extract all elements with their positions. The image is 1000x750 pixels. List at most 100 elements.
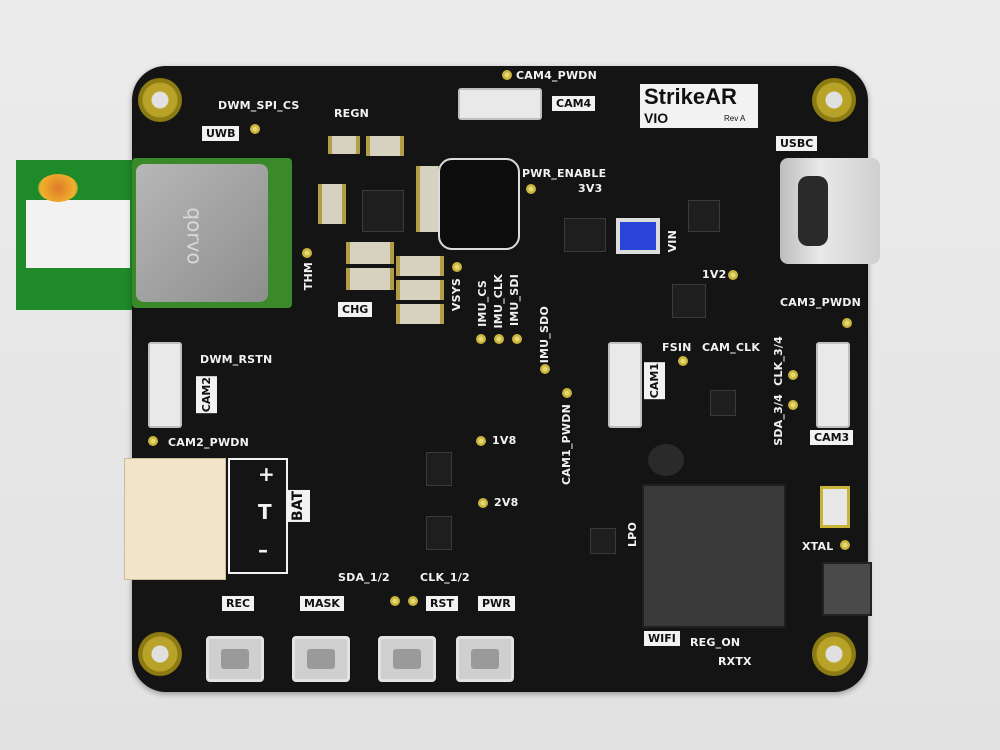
battery-connector bbox=[124, 458, 226, 580]
uwb-label: UWB bbox=[202, 126, 240, 141]
cam1-label: CAM1 bbox=[644, 362, 665, 400]
regn-label: REGN bbox=[334, 107, 370, 120]
rst-label: RST bbox=[426, 596, 458, 611]
dwm-spi-cs-testpoint bbox=[250, 124, 260, 134]
mounting-hole-bottom-right bbox=[812, 632, 856, 676]
vsys-testpoint bbox=[452, 262, 462, 272]
status-led bbox=[616, 218, 660, 254]
vsys-label: VSYS bbox=[450, 278, 463, 312]
bat-plus-label: + bbox=[258, 462, 275, 486]
cap-charge-3 bbox=[396, 256, 444, 276]
mounting-hole-top-left bbox=[138, 78, 182, 122]
mask-label: MASK bbox=[300, 596, 344, 611]
clk-12-label: CLK_1/2 bbox=[420, 571, 470, 584]
1v8-testpoint bbox=[476, 436, 486, 446]
imu-cs-label: IMU_CS bbox=[476, 280, 489, 327]
pwr-enable-testpoint bbox=[526, 184, 536, 194]
usb-mux-ic bbox=[688, 200, 720, 232]
cam1-pwdn-label: CAM1_PWDN bbox=[560, 404, 573, 486]
wifi-antenna-connector bbox=[822, 562, 872, 616]
cam3-connector bbox=[816, 342, 850, 428]
1v8-label: 1V8 bbox=[492, 434, 517, 447]
cam3-label: CAM3 bbox=[810, 430, 854, 445]
cap-charge-2 bbox=[346, 268, 394, 290]
rxtx-label: RXTX bbox=[718, 655, 752, 668]
cam2-pwdn-label: CAM2_PWDN bbox=[168, 436, 250, 449]
sda-12-testpoint bbox=[390, 596, 400, 606]
cap-regn bbox=[328, 136, 360, 154]
clk-12-testpoint bbox=[408, 596, 418, 606]
fsin-label: FSIN bbox=[662, 341, 692, 354]
reg-on-label: REG_ON bbox=[690, 636, 741, 649]
imu-sdo-label: IMU_SDO bbox=[538, 306, 551, 364]
charger-ic bbox=[362, 190, 404, 232]
cam4-pwdn-testpoint bbox=[502, 70, 512, 80]
power-inductor bbox=[438, 158, 520, 250]
bat-minus-label: – bbox=[258, 538, 269, 562]
title-block: StrikeAR VIO Rev A bbox=[640, 84, 758, 128]
cam4-label: CAM4 bbox=[552, 96, 596, 111]
lpo-label: LPO bbox=[626, 522, 639, 548]
module-brand-text: qorvo bbox=[182, 207, 207, 265]
imu-sdo-testpoint bbox=[540, 364, 550, 374]
clk-34-label: CLK_3/4 bbox=[772, 336, 785, 386]
board-revision: Rev A bbox=[724, 114, 746, 123]
imu-cs-testpoint bbox=[476, 334, 486, 344]
cam3-pwdn-label: CAM3_PWDN bbox=[780, 296, 862, 309]
2v8-testpoint bbox=[478, 498, 488, 508]
imu-sdi-label: IMU_SDI bbox=[508, 274, 521, 327]
xtal-testpoint bbox=[840, 540, 850, 550]
cap-regn-2 bbox=[366, 136, 404, 156]
imu-clk-label: IMU_CLK bbox=[492, 274, 505, 329]
bat-label: BAT bbox=[286, 490, 310, 522]
board-title: StrikeAR bbox=[644, 84, 737, 109]
sda-12-label: SDA_1/2 bbox=[338, 571, 390, 584]
imu-clk-testpoint bbox=[494, 334, 504, 344]
cam4-connector bbox=[458, 88, 542, 120]
mask-button[interactable] bbox=[292, 636, 350, 682]
uwb-module: qorvo bbox=[132, 158, 292, 308]
sda-34-label: SDA_3/4 bbox=[772, 394, 785, 446]
usbc-label: USBC bbox=[776, 136, 818, 151]
vin-label: VIN bbox=[666, 230, 679, 253]
pwr-button[interactable] bbox=[456, 636, 514, 682]
pwr-label: PWR bbox=[478, 596, 515, 611]
3v3-regulator bbox=[564, 218, 606, 252]
chg-label: CHG bbox=[338, 302, 373, 317]
1v2-regulator bbox=[672, 284, 706, 318]
antenna-tab bbox=[16, 160, 134, 310]
cam2-pwdn-testpoint bbox=[148, 436, 158, 446]
1v8-regulator bbox=[426, 452, 452, 486]
cam3-pwdn-testpoint bbox=[842, 318, 852, 328]
sda-34-testpoint bbox=[788, 400, 798, 410]
rec-button[interactable] bbox=[206, 636, 264, 682]
pcb-board: qorvo UWB DWM_SPI_CS CAM4_PWDN CAM4 Stri… bbox=[124, 66, 880, 692]
bat-t-label: T bbox=[258, 500, 272, 524]
2v8-label: 2V8 bbox=[494, 496, 519, 509]
rst-button[interactable] bbox=[378, 636, 436, 682]
thm-testpoint bbox=[302, 248, 312, 258]
usbc-port bbox=[798, 176, 828, 246]
wifi-module bbox=[642, 484, 786, 628]
mounting-hole-top-right bbox=[812, 78, 856, 122]
rec-label: REC bbox=[222, 596, 255, 611]
fsin-testpoint bbox=[678, 356, 688, 366]
cam4-pwdn-label: CAM4_PWDN bbox=[516, 69, 598, 82]
antenna-area bbox=[26, 200, 130, 268]
xtal-label: XTAL bbox=[802, 540, 834, 553]
clk-34-testpoint bbox=[788, 370, 798, 380]
mounting-hole-bottom-left bbox=[138, 632, 182, 676]
wifi-label: WIFI bbox=[644, 631, 680, 646]
cap-charge-4 bbox=[396, 280, 444, 300]
clock-buffer-ic bbox=[710, 390, 736, 416]
1v2-label: 1V2 bbox=[702, 268, 727, 281]
board-subtitle: VIO bbox=[644, 110, 669, 126]
usbc-connector bbox=[780, 158, 880, 264]
lpo-ic bbox=[590, 528, 616, 554]
inductor-charge-1 bbox=[318, 184, 346, 224]
cam1-connector bbox=[608, 342, 642, 428]
2v8-regulator bbox=[426, 516, 452, 550]
uwb-shield-can: qorvo bbox=[136, 164, 268, 302]
cam2-connector bbox=[148, 342, 182, 428]
thm-label: THM bbox=[302, 262, 315, 291]
